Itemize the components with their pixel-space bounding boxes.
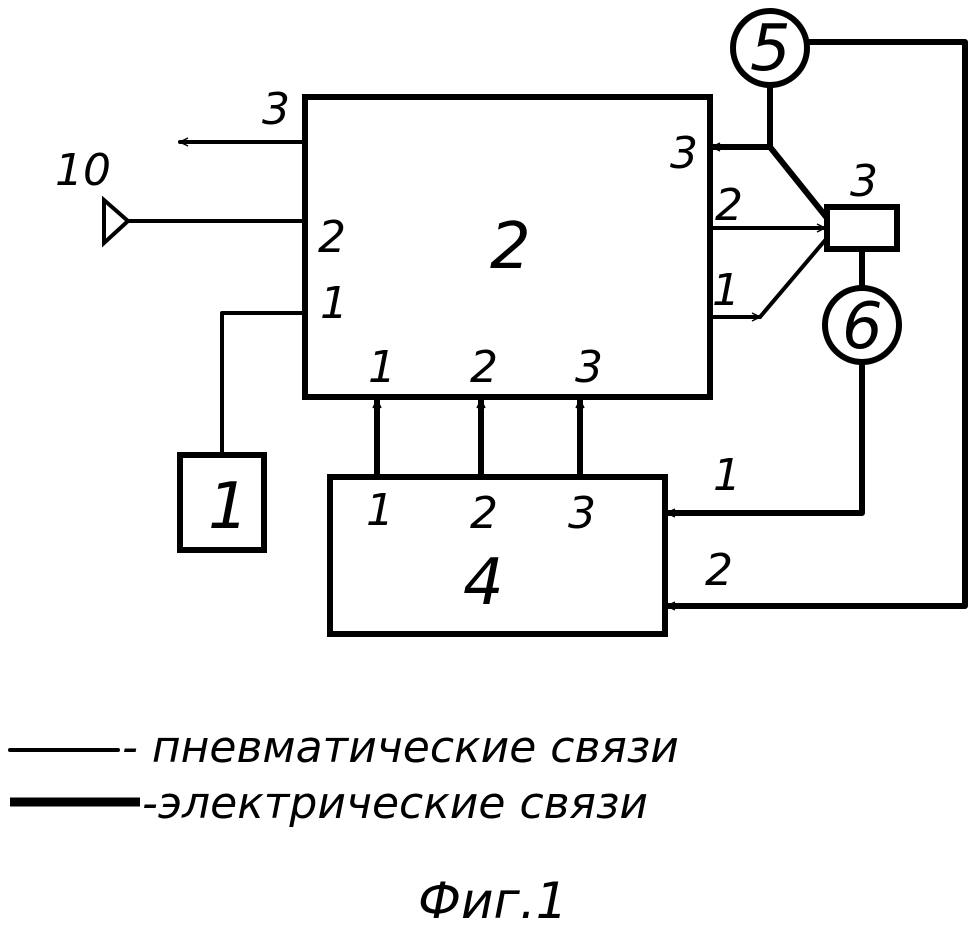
- block-3: [827, 207, 897, 249]
- block-2-bottom-port-3: 3: [575, 342, 603, 393]
- block-2-right-port-3: 3: [670, 128, 698, 179]
- block-2-left-port-1: 1: [320, 278, 348, 329]
- block-6-label: 6: [842, 290, 883, 364]
- output-10-label: 10: [55, 145, 111, 196]
- block-2-bottom-port-2: 2: [470, 342, 498, 393]
- block-2-label: 2: [490, 210, 531, 284]
- block-1-label: 1: [208, 470, 249, 544]
- block-4-top-port-2: 2: [470, 488, 498, 539]
- legend-pneumatic-text: - пневматические связи: [122, 722, 679, 773]
- block-4-right-port-1: 1: [713, 450, 741, 501]
- block-2-left-port-2: 2: [318, 212, 346, 263]
- junction-to-block3: [770, 147, 827, 218]
- figure-caption: Фиг.1: [418, 872, 568, 930]
- block-4-label: 4: [463, 546, 504, 620]
- block-4-top-port-1: 1: [366, 485, 394, 536]
- block-4-top-port-3: 3: [568, 488, 596, 539]
- block-5-label: 5: [750, 12, 791, 86]
- block3-to-port1-diag: [760, 238, 827, 317]
- block1-to-block2-line: [222, 313, 305, 455]
- sensor6-to-block4: [667, 362, 862, 513]
- input-triangle: [104, 200, 128, 243]
- block-4-right-port-2: 2: [705, 545, 733, 596]
- block-2-bottom-port-1: 1: [368, 342, 396, 393]
- block-2-right-port-2: 2: [715, 180, 743, 231]
- block-3-label: 3: [850, 156, 878, 207]
- block-2-left-port-3: 3: [262, 84, 290, 135]
- legend-electric-text: -электрические связи: [142, 778, 648, 829]
- block-2-right-port-1: 1: [712, 265, 740, 316]
